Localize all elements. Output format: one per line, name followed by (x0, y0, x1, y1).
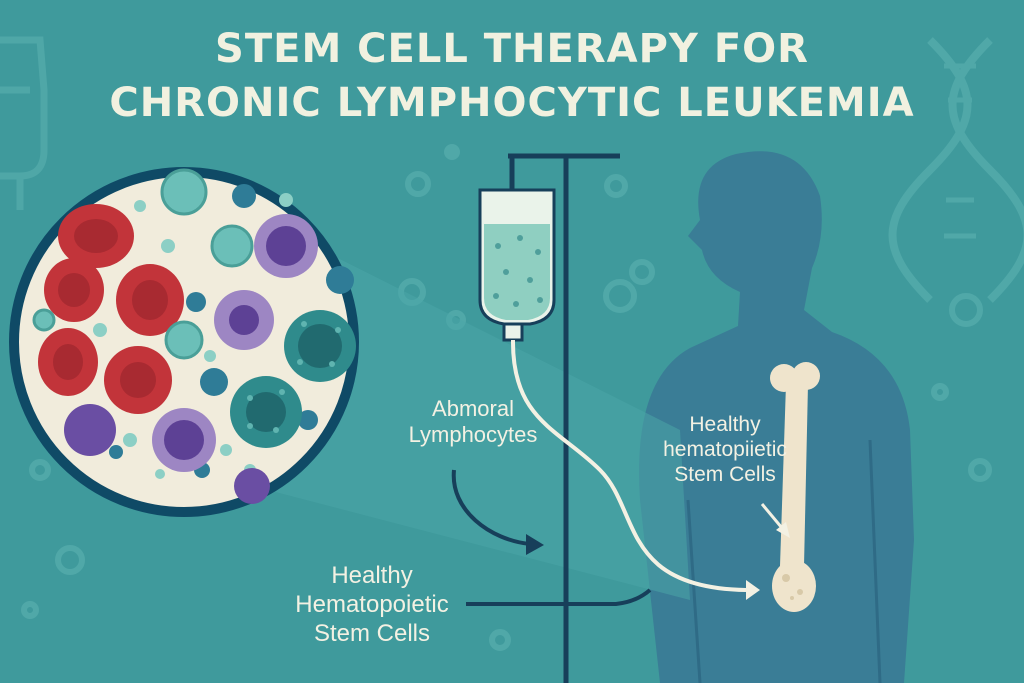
label-line: hematopiietic (663, 438, 787, 462)
magnifier-beam (250, 214, 690, 600)
bone-label-arrow (760, 503, 784, 529)
label-line: Stem Cells (674, 463, 776, 487)
healthy-stem-cells-label: Healthy Hematopoietic Stem Cells (262, 562, 482, 648)
magnified-blood-cells (9, 167, 359, 517)
dna-icon (888, 37, 1024, 303)
iv-tube (510, 339, 747, 592)
bone-stem-cells-label: Healthy hematopiietic Stem Cells (640, 412, 810, 488)
label-line: Healthy (331, 562, 413, 589)
bone-icon (770, 362, 820, 612)
iv-bag-icon (0, 36, 48, 210)
label-line: Lymphocytes (408, 422, 538, 448)
iv-pole (508, 153, 620, 683)
label-line: Abmoral (432, 396, 514, 421)
person-silhouette (639, 151, 914, 683)
bone-label-arrowhead (776, 522, 790, 538)
abnormal-lymphocytes-label: Abmoral Lymphocytes (378, 396, 568, 449)
abnormal-arrowhead (526, 534, 544, 555)
red-blood-cells (38, 204, 184, 414)
abnormal-blast-cells (230, 310, 356, 448)
teal-cells (32, 168, 254, 360)
iv-tube-arrowhead (746, 580, 760, 600)
abnormal-arrow (451, 469, 531, 546)
iv-bag (478, 188, 556, 342)
platelet-dots (93, 193, 293, 479)
title-line-2: CHRONIC LYMPHOCYTIC LEUKEMIA (109, 80, 915, 126)
title-line-1: STEM CELL THERAPY FOR (215, 26, 809, 72)
purple-lymphocytes (64, 214, 318, 504)
blue-cells (109, 184, 354, 478)
healthy-main-line (466, 588, 652, 606)
label-line: Healthy (689, 413, 761, 436)
label-line: Hematopoietic (295, 590, 449, 618)
page-title: STEM CELL THERAPY FOR CHRONIC LYMPHOCYTI… (0, 22, 1024, 130)
label-line: Stem Cells (313, 619, 431, 647)
